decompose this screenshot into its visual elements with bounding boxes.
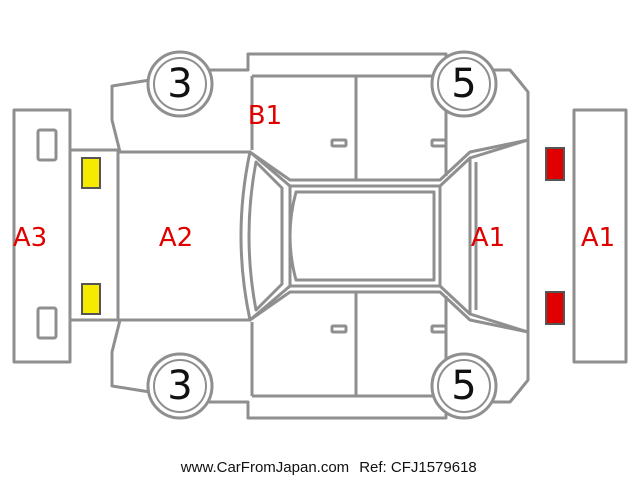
windshield-inner [247,160,284,312]
marker-yellow-top [81,157,101,189]
damage-code-rear-bumper: A1 [581,223,615,253]
wheel-front-left-grade: 3 [167,61,192,107]
footer-site: www.CarFromJapan.com [180,459,349,476]
wheel-front-right-grade: 3 [167,363,192,409]
wheel-rear-right: 5 [430,352,498,420]
damage-code-left-pillar: B1 [248,101,282,131]
damage-code-front-bumper: A3 [13,223,47,253]
marker-red-top [545,147,565,181]
marker-yellow-bottom [81,283,101,315]
footer: www.CarFromJapan.com Ref: CFJ1579618 [180,459,477,476]
rear-window [438,156,472,316]
tailgate [468,138,530,334]
footer-ref: Ref: CFJ1579618 [359,459,477,476]
wheel-rear-right-grade: 5 [451,363,476,409]
wheel-rear-left: 5 [430,50,498,118]
roof-inner [288,190,436,282]
rear-bumper-markers [545,147,565,325]
marker-red-bottom [545,291,565,325]
front-bumper-markers [81,157,101,315]
wheel-front-left: 3 [146,50,214,118]
vehicle-body [68,52,530,420]
wheel-rear-left-grade: 5 [451,61,476,107]
rear-bumper [572,108,628,364]
damage-code-rear-panel: A1 [471,223,505,253]
damage-code-hood: A2 [159,223,193,253]
wheel-front-right: 3 [146,352,214,420]
